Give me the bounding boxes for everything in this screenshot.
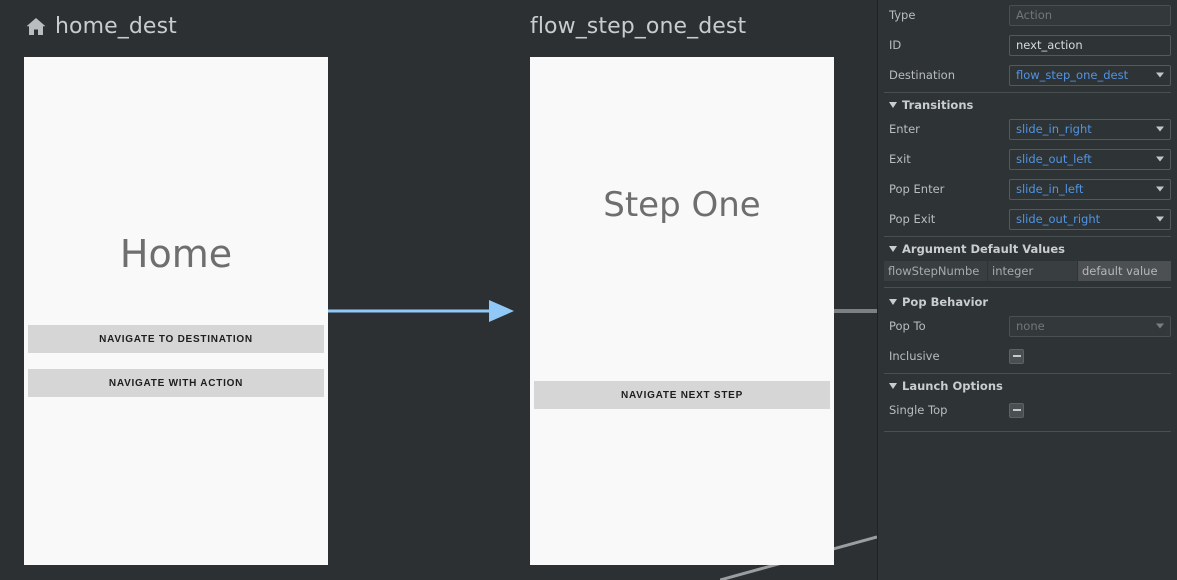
chevron-down-icon: [1156, 323, 1164, 329]
button-navigate-to-destination[interactable]: NAVIGATE TO DESTINATION: [28, 325, 324, 353]
argument-type-cell[interactable]: integer: [988, 261, 1078, 281]
section-title: Transitions: [902, 98, 974, 112]
field-row-pop-exit: Pop Exit slide_out_right: [884, 204, 1171, 234]
label-destination: Destination: [889, 68, 955, 82]
dropdown-pop-exit-value: slide_out_right: [1016, 212, 1101, 226]
dropdown-enter[interactable]: slide_in_right: [1009, 118, 1171, 140]
attributes-inspector-panel: Type Action ID next_action Destination f…: [877, 0, 1177, 580]
home-icon: [26, 17, 46, 35]
label-id: ID: [889, 38, 902, 52]
argument-default-cell[interactable]: default value: [1078, 261, 1171, 281]
destination-title-flow-step-one[interactable]: flow_step_one_dest: [530, 14, 746, 39]
connection-stub-right: [834, 309, 877, 313]
card-title-home: Home: [119, 232, 233, 276]
input-id[interactable]: next_action: [1009, 34, 1171, 56]
input-type[interactable]: Action: [1009, 4, 1171, 26]
argument-table: flowStepNumbe integer default value: [884, 261, 1171, 281]
section-title: Pop Behavior: [902, 295, 989, 309]
field-row-type: Type Action: [884, 0, 1171, 30]
graph-canvas[interactable]: home_dest Home NAVIGATE TO DESTINATION N…: [0, 0, 877, 580]
section-header-transitions[interactable]: Transitions: [884, 92, 1171, 114]
dropdown-pop-exit[interactable]: slide_out_right: [1009, 208, 1171, 230]
dropdown-destination[interactable]: flow_step_one_dest: [1009, 64, 1171, 86]
chevron-down-icon: [1156, 72, 1164, 78]
section-header-argument-default-values[interactable]: Argument Default Values: [884, 236, 1171, 258]
dropdown-pop-enter-value: slide_in_left: [1016, 182, 1084, 196]
dropdown-exit-value: slide_out_left: [1016, 152, 1092, 166]
argument-name-cell[interactable]: flowStepNumbe: [884, 261, 988, 281]
section-header-pop-behavior[interactable]: Pop Behavior: [884, 290, 1171, 311]
field-row-enter: Enter slide_in_right: [884, 114, 1171, 144]
destination-label: home_dest: [55, 14, 177, 39]
dropdown-exit[interactable]: slide_out_left: [1009, 148, 1171, 170]
chevron-down-icon: [1156, 156, 1164, 162]
label-pop-enter: Pop Enter: [889, 182, 945, 196]
chevron-down-icon: [1156, 126, 1164, 132]
chevron-down-icon: [1156, 216, 1164, 222]
indeterminate-icon: [1012, 409, 1021, 411]
destination-card-home[interactable]: Home NAVIGATE TO DESTINATION NAVIGATE WI…: [24, 57, 328, 565]
label-inclusive: Inclusive: [889, 349, 940, 363]
dropdown-pop-to-value: none: [1016, 319, 1045, 333]
section-title: Launch Options: [902, 379, 1003, 393]
field-row-pop-to: Pop To none: [884, 311, 1171, 341]
chevron-down-icon: [1156, 186, 1164, 192]
button-navigate-with-action[interactable]: NAVIGATE WITH ACTION: [28, 369, 324, 397]
indeterminate-icon: [1012, 355, 1021, 357]
section-title: Argument Default Values: [902, 242, 1066, 256]
label-enter: Enter: [889, 122, 920, 136]
destination-card-flow-step-one[interactable]: Step One NAVIGATE NEXT STEP: [530, 57, 834, 565]
field-row-single-top: Single Top: [884, 395, 1171, 425]
dropdown-pop-enter[interactable]: slide_in_left: [1009, 178, 1171, 200]
checkbox-single-top[interactable]: [1009, 402, 1024, 418]
divider: [884, 287, 1171, 288]
label-single-top: Single Top: [889, 403, 948, 417]
destination-title-home[interactable]: home_dest: [24, 14, 177, 39]
label-exit: Exit: [889, 152, 911, 166]
label-type: Type: [889, 8, 916, 22]
dropdown-pop-to[interactable]: none: [1009, 315, 1171, 337]
field-row-exit: Exit slide_out_left: [884, 144, 1171, 174]
dropdown-enter-value: slide_in_right: [1016, 122, 1092, 136]
button-navigate-next-step[interactable]: NAVIGATE NEXT STEP: [534, 381, 830, 409]
checkbox-inclusive[interactable]: [1009, 348, 1024, 364]
section-header-launch-options[interactable]: Launch Options: [884, 373, 1171, 395]
chevron-down-icon: [889, 102, 897, 108]
field-row-inclusive: Inclusive: [884, 341, 1171, 371]
dropdown-destination-value: flow_step_one_dest: [1016, 68, 1129, 82]
field-row-id: ID next_action: [884, 30, 1171, 60]
field-row-destination: Destination flow_step_one_dest: [884, 60, 1171, 90]
chevron-down-icon: [889, 246, 897, 252]
label-pop-exit: Pop Exit: [889, 212, 936, 226]
divider: [884, 431, 1171, 432]
label-pop-to: Pop To: [889, 319, 926, 333]
chevron-down-icon: [889, 383, 897, 389]
connection-arrow-home-to-step-one[interactable]: [326, 296, 516, 328]
chevron-down-icon: [889, 299, 897, 305]
destination-label: flow_step_one_dest: [530, 14, 747, 39]
card-title-step-one: Step One: [603, 185, 761, 225]
field-row-pop-enter: Pop Enter slide_in_left: [884, 174, 1171, 204]
